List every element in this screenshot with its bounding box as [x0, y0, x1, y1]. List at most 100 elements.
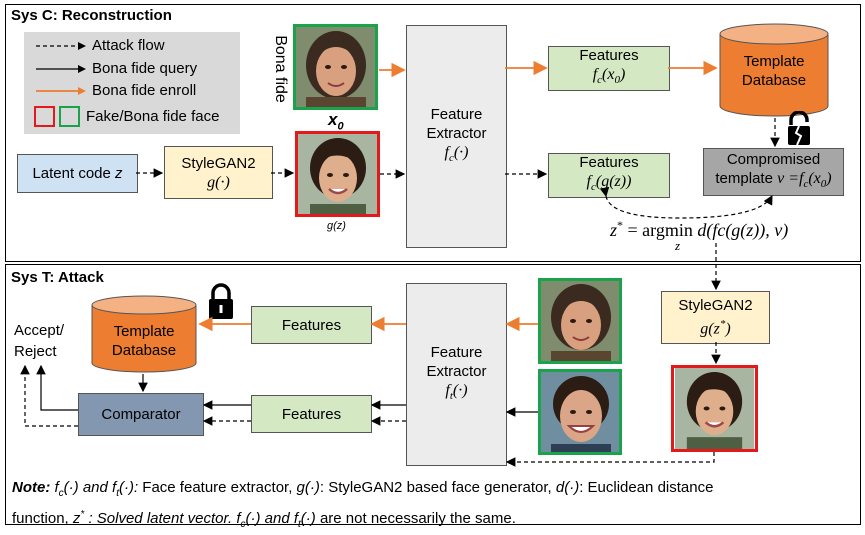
- note-2c: : Solved latent vector.: [84, 510, 237, 527]
- features-bottom-syst-label: Features: [281, 405, 342, 423]
- compromised-line1: Compromised: [726, 150, 821, 168]
- stylegan-func-syst: g(z*): [700, 315, 730, 338]
- fe-line1-sysc: Feature: [430, 105, 483, 123]
- eq-under: z: [675, 238, 681, 253]
- features-bottom-func: fc(g(z)): [587, 172, 632, 197]
- compromised-eq-sub: c: [803, 178, 809, 191]
- fe-func-sub-syst: t: [449, 390, 453, 403]
- legend-bona-fide-enroll: Bona fide enroll: [34, 82, 196, 99]
- stylegan-star-syst: *: [719, 318, 726, 331]
- note-1d: Face feature extractor,: [138, 479, 297, 496]
- features-top-f: f: [592, 66, 598, 84]
- eq-star: *: [617, 218, 624, 232]
- note-1a-sub: c: [58, 488, 64, 499]
- note-line-1: Note: fc(·) and ft(·): Face feature extr…: [12, 477, 857, 504]
- note-2g: are not necessarily the same.: [315, 510, 516, 527]
- features-top-func: fc(x0): [593, 65, 626, 90]
- fe-line1-syst: Feature: [430, 343, 483, 361]
- compromised-eq-v: v =f: [777, 169, 804, 187]
- template-db-line2-syst: Database: [111, 342, 177, 359]
- compromised-eq-end: ): [826, 169, 832, 187]
- fe-line2-syst: Extractor: [426, 362, 487, 380]
- fe-func-f-syst: f: [445, 381, 450, 399]
- bona-fide-face-image: [293, 24, 378, 110]
- fe-func-tail-syst: (·): [452, 381, 468, 399]
- query-face-image-syst: [538, 369, 622, 455]
- sys-t-title: Sys T: Attack: [11, 269, 104, 286]
- argmin-equation: z* = argmin d(fc(g(z)), v): [610, 218, 788, 241]
- generated-face-image: [295, 131, 380, 217]
- latent-code-text: Latent code z: [32, 164, 122, 183]
- note-1c: (·):: [118, 479, 139, 496]
- stylegan-box-syst: StyleGAN2 g(z*): [661, 291, 770, 344]
- features-top-label: Features: [579, 47, 639, 65]
- legend-attack-label: Attack flow: [92, 37, 165, 54]
- note-1h: : Euclidean distance: [579, 479, 714, 496]
- latent-code-box: Latent code z: [17, 154, 138, 193]
- latent-code-var: z: [115, 165, 123, 182]
- red-square-icon: [34, 106, 55, 127]
- sys-c-title: Sys C: Reconstruction: [11, 7, 172, 24]
- legend-query-label: Bona fide query: [92, 60, 198, 77]
- compromised-eq: v =fc(x0): [777, 169, 832, 191]
- eq-rhs: d(fc(g(z)), v): [697, 220, 789, 240]
- stylegan-title-sysc: StyleGAN2: [181, 154, 256, 172]
- dashed-arrow-icon: [36, 41, 86, 50]
- note-1f: : StyleGAN2 based face generator,: [319, 479, 556, 496]
- fe-func-syst: ft(·): [445, 381, 467, 406]
- template-db-line2-sysc: Database: [741, 72, 807, 89]
- legend-fake-bona-face: Fake/Bona fide face: [34, 106, 219, 127]
- note-label: Note:: [12, 479, 51, 496]
- features-top-arg: (x: [602, 66, 615, 84]
- fe-line2-sysc: Extractor: [426, 124, 487, 142]
- eq-mid: = argmin: [623, 220, 698, 240]
- bona-fide-label: Bona fide: [272, 35, 289, 103]
- note-1e: g(·): [296, 479, 320, 496]
- template-db-line1-syst: Template: [113, 323, 175, 340]
- features-top-sysc: Features fc(x0): [548, 46, 670, 91]
- note-text: Note: fc(·) and ft(·): Face feature extr…: [12, 477, 857, 535]
- features-bottom-sub: c: [591, 181, 596, 194]
- legend-bona-fide-query: Bona fide query: [34, 60, 197, 77]
- feature-extractor-syst: Feature Extractor ft(·): [406, 283, 507, 466]
- stylegan-box-sysc: StyleGAN2 g(·): [164, 146, 273, 199]
- legend-enroll-label: Bona fide enroll: [92, 82, 197, 99]
- legend-attack-flow: Attack flow: [34, 37, 165, 54]
- note-1g: d(·): [555, 479, 580, 496]
- stylegan-func-g-syst: g(z: [700, 320, 720, 338]
- note-2a: function,: [12, 510, 73, 527]
- enrolled-face-image-syst: [538, 278, 622, 364]
- note-2f: (·): [300, 510, 316, 527]
- features-top-tail: ): [619, 66, 626, 84]
- accept-reject-label: Accept/ Reject: [14, 320, 64, 362]
- broken-lock-icon: [788, 111, 810, 146]
- compromised-template-word: template: [715, 169, 773, 187]
- database-icon-syst: [91, 295, 197, 373]
- template-db-text-sysc: Template Database: [718, 50, 830, 92]
- note-2b: z: [72, 510, 81, 527]
- note-2e: (·) and f: [245, 510, 298, 527]
- x0-var: x: [328, 110, 338, 129]
- note-2d: f: [236, 510, 241, 527]
- fe-func-sub-sysc: c: [448, 152, 454, 165]
- features-top-arg-sub: 0: [614, 74, 620, 87]
- note-1b-sub: t: [116, 488, 119, 499]
- features-bottom-sysc: Features fc(g(z)): [548, 153, 670, 198]
- comparator-label: Comparator: [101, 406, 181, 423]
- lock-icon: [209, 283, 233, 319]
- template-db-text-syst: Template Database: [90, 320, 198, 362]
- template-db-line1-sysc: Template: [743, 53, 805, 70]
- stylegan-func-sysc: g(·): [207, 173, 230, 191]
- note-1b: (·) and f: [63, 479, 117, 496]
- latent-code-label: Latent code: [32, 165, 111, 182]
- features-bottom-label: Features: [579, 154, 639, 172]
- note-2b-sup: *: [80, 509, 85, 520]
- reject-label: Reject: [14, 343, 57, 360]
- features-bottom-f: f: [586, 173, 591, 191]
- fe-func-sysc: fc(·): [445, 143, 469, 168]
- fe-func-tail-sysc: (·): [453, 143, 469, 161]
- features-bottom-tail: (g(z)): [595, 173, 632, 191]
- x0-sub: 0: [337, 120, 344, 133]
- green-square-icon: [59, 106, 80, 127]
- compromised-template-box: Compromised template v =fc(x0): [703, 148, 844, 196]
